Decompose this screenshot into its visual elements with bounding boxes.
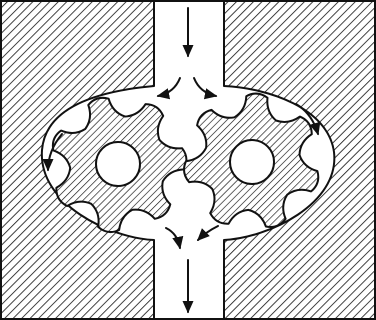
flow-arrow-split-right <box>194 78 216 96</box>
flow-arrow-merge-left <box>166 228 180 248</box>
gear-right-hub <box>230 140 274 184</box>
flow-arrow-split-left <box>158 78 180 96</box>
gear-left-hub <box>96 142 140 186</box>
flow-arrow-merge-right <box>198 226 218 240</box>
gear-right <box>184 94 318 227</box>
